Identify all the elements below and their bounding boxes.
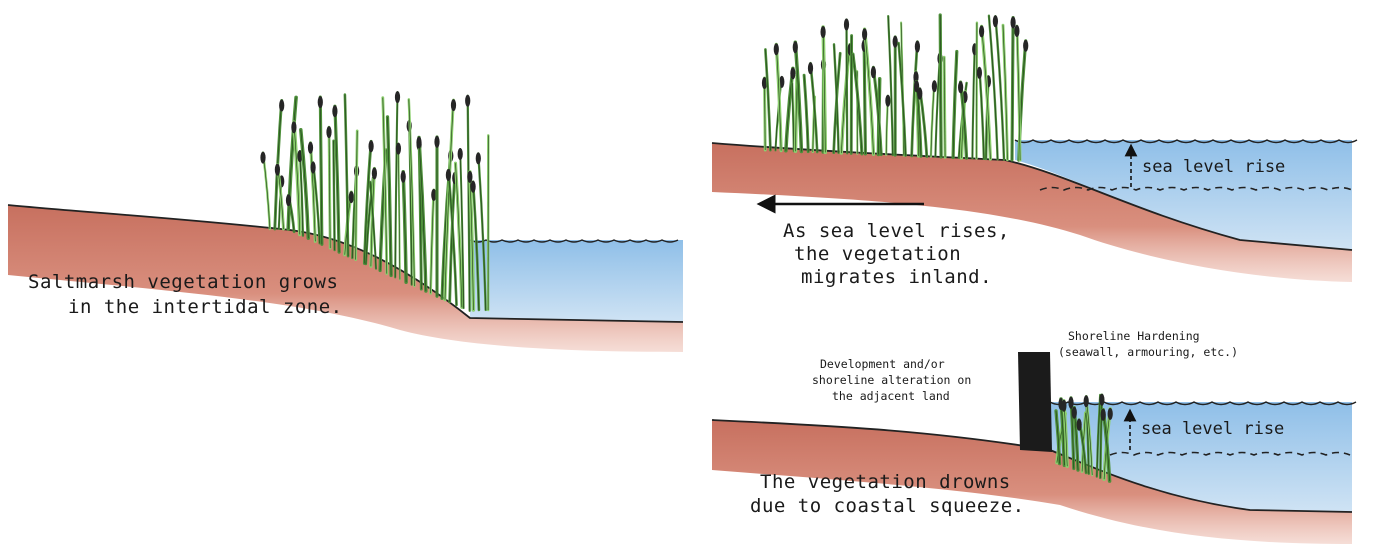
reed-stem xyxy=(294,122,300,234)
reed-seed-head xyxy=(476,152,481,164)
sea-level-rise-label: sea level rise xyxy=(1142,157,1285,177)
sea-level-rise-label: sea level rise xyxy=(1141,419,1284,439)
panel-coastal-squeeze: sea level rise Development and/or shorel… xyxy=(712,329,1356,544)
reed-seed-head xyxy=(416,137,421,149)
reed-stem xyxy=(263,153,270,229)
caption-line: due to coastal squeeze. xyxy=(750,495,1025,517)
reed-seed-head xyxy=(332,105,337,117)
reed-seed-head xyxy=(1077,419,1082,431)
saltmarsh-vegetation xyxy=(762,15,1028,160)
reed-seed-head xyxy=(369,140,374,152)
hardening-label-line: (seawall, armouring, etc.) xyxy=(1058,345,1238,359)
reed-seed-head xyxy=(808,62,813,74)
reed-seed-head xyxy=(862,28,867,40)
reed-seed-head xyxy=(1099,394,1104,406)
caption-line: The vegetation drowns xyxy=(760,471,1011,493)
reed-seed-head xyxy=(1108,408,1113,420)
reed-seed-head xyxy=(318,96,323,108)
reed-seed-head xyxy=(434,136,439,148)
reed-seed-head xyxy=(1072,407,1077,419)
reed-seed-head xyxy=(1023,40,1028,52)
reed-seed-head xyxy=(311,162,316,174)
reed-seed-head xyxy=(326,126,331,138)
reed-seed-head xyxy=(915,41,920,53)
reed-seed-head xyxy=(372,167,377,179)
reed-seed-head xyxy=(932,80,937,92)
reed-seed-head xyxy=(917,88,922,100)
reed-seed-head xyxy=(977,67,982,79)
caption-line: migrates inland. xyxy=(801,266,992,288)
panel-migration: sea level rise As sea level rises, the v… xyxy=(712,15,1357,288)
caption-line: in the intertidal zone. xyxy=(68,296,343,318)
caption-line: Saltmarsh vegetation grows xyxy=(28,271,338,293)
reed-seed-head xyxy=(774,43,779,55)
development-label-line: shoreline alteration on xyxy=(812,373,971,387)
reed-seed-head xyxy=(993,15,998,27)
reed-seed-head xyxy=(279,100,284,112)
development-label-line: Development and/or xyxy=(820,357,945,371)
hardening-label-line: Shoreline Hardening xyxy=(1068,329,1200,343)
reed-seed-head xyxy=(308,142,313,154)
panel-intertidal: Saltmarsh vegetation grows in the intert… xyxy=(8,91,683,352)
seawall xyxy=(1018,352,1052,452)
reed-seed-head xyxy=(471,181,476,193)
reed-seed-head xyxy=(401,171,406,183)
caption-line: the vegetation xyxy=(794,243,961,265)
development-label-line: the adjacent land xyxy=(832,389,950,403)
reed-seed-head xyxy=(1084,395,1089,407)
reed-seed-head xyxy=(979,25,984,37)
reed-seed-head xyxy=(451,99,456,111)
reed-seed-head xyxy=(1014,25,1019,37)
reed-stem xyxy=(786,68,793,150)
reed-seed-head xyxy=(1061,400,1066,412)
reed-seed-head xyxy=(844,19,849,31)
reed-seed-head xyxy=(349,191,354,203)
reed-seed-head xyxy=(286,194,291,206)
reed-seed-head xyxy=(793,41,798,53)
reed-seed-head xyxy=(871,66,876,78)
reed-seed-head xyxy=(396,143,401,155)
reed-seed-head xyxy=(465,95,470,107)
reed-seed-head xyxy=(395,91,400,103)
reed-seed-head xyxy=(893,36,898,48)
reed-seed-head xyxy=(790,67,795,79)
reed-seed-head xyxy=(1101,409,1106,421)
reed-seed-head xyxy=(958,81,963,93)
reed-seed-head xyxy=(291,121,296,133)
reed-seed-head xyxy=(1011,17,1016,29)
reed-seed-head xyxy=(885,95,890,107)
reed-seed-head xyxy=(275,164,280,176)
reed-seed-head xyxy=(821,26,826,38)
reed-seed-head xyxy=(467,171,472,183)
water-body xyxy=(470,240,683,322)
reed-seed-head xyxy=(458,148,463,160)
reed-seed-head xyxy=(260,152,265,164)
reed-seed-head xyxy=(446,169,451,181)
caption-line: As sea level rises, xyxy=(783,220,1010,242)
